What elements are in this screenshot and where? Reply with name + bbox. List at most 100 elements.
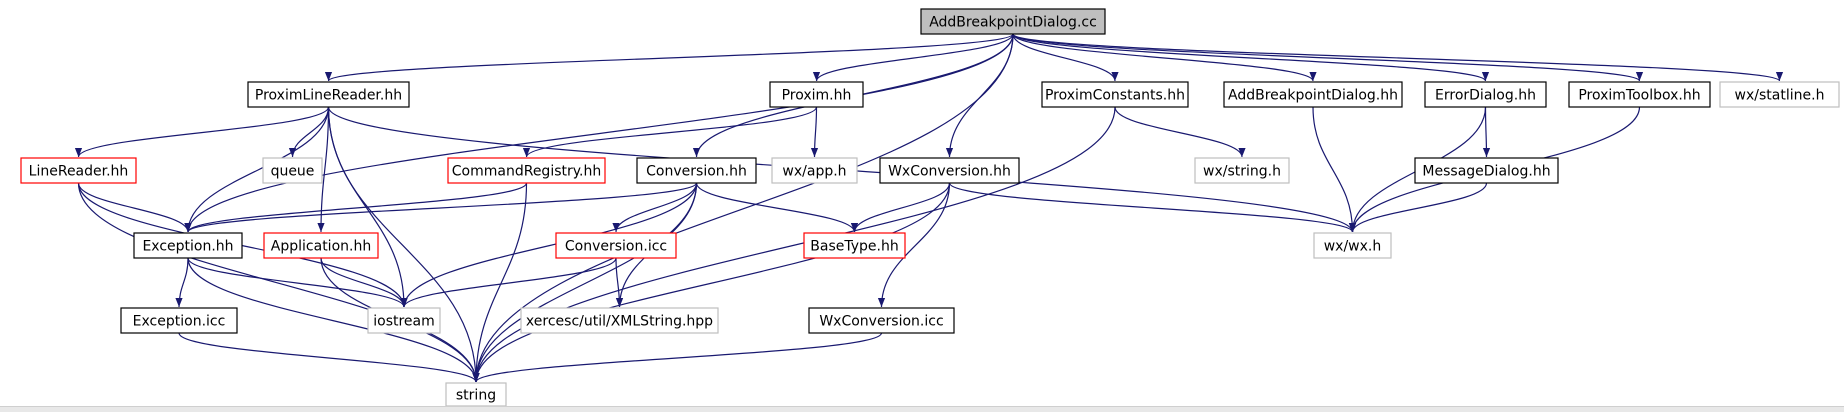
node-proxim-line-reader-hh[interactable]: ProximLineReader.hh [247, 81, 410, 108]
edge-wx-conversion-icc-to-string [472, 332, 883, 383]
node-box [120, 307, 238, 334]
edge-conversion-hh-to-string [472, 182, 698, 383]
edge-proxim-hh-to-command-registry-hh [523, 106, 818, 158]
node-box [133, 232, 243, 259]
node-label: Conversion.hh [646, 164, 747, 180]
node-command-registry-hh[interactable]: CommandRegistry.hh [447, 157, 606, 184]
node-label: CommandRegistry.hh [452, 164, 601, 180]
node-proxim-toolbox-hh[interactable]: ProximToolbox.hh [1568, 81, 1711, 108]
node-label: Conversion.icc [565, 239, 667, 255]
edge-message-dialog-hh-to-wx-wx-h [1348, 182, 1488, 233]
node-message-dialog-hh[interactable]: MessageDialog.hh [1414, 157, 1559, 184]
edge-application-hh-to-iostream [320, 257, 408, 308]
node-conversion-hh[interactable]: Conversion.hh [636, 157, 757, 184]
edge-proxim-line-reader-hh-to-queue [288, 106, 330, 158]
node-box [879, 157, 1020, 184]
node-label: AddBreakpointDialog.cc [929, 15, 1097, 31]
node-exception-icc[interactable]: Exception.icc [120, 307, 238, 334]
node-label: WxConversion.icc [819, 314, 943, 330]
edge-exception-hh-to-string [187, 257, 480, 383]
edge-proxim-hh-to-wx-app-h [810, 106, 819, 158]
edge-add-breakpoint-dialog-cc-to-exception-hh [184, 33, 1014, 233]
node-application-hh[interactable]: Application.hh [263, 232, 379, 259]
node-box [1041, 81, 1189, 108]
edge-proxim-line-reader-hh-to-line-reader-hh [75, 106, 330, 158]
edge-conversion-hh-to-conversion-icc [612, 182, 698, 233]
node-proxim-hh[interactable]: Proxim.hh [769, 81, 864, 108]
node-box [771, 157, 858, 184]
edge-conversion-hh-to-exception-hh [184, 182, 698, 233]
edge-line-reader-hh-to-exception-hh [77, 182, 192, 233]
edge-add-breakpoint-dialog-cc-to-add-breakpoint-dialog-hh [1012, 33, 1317, 82]
edge-proxim-line-reader-hh-to-string [327, 106, 480, 383]
node-label: Exception.icc [133, 314, 226, 330]
node-label: wx/string.h [1203, 164, 1281, 180]
node-box [262, 157, 323, 184]
node-exception-hh[interactable]: Exception.hh [133, 232, 243, 259]
node-label: LineReader.hh [29, 164, 129, 180]
node-wx-conversion-icc[interactable]: WxConversion.icc [808, 307, 955, 334]
edge-add-breakpoint-dialog-cc-to-proxim-toolbox-hh [1012, 33, 1643, 82]
edge-add-breakpoint-dialog-cc-to-proxim-constants-hh [1012, 33, 1119, 82]
node-error-dialog-hh[interactable]: ErrorDialog.hh [1424, 81, 1547, 108]
edge-wx-conversion-hh-to-wx-conversion-icc [877, 182, 951, 308]
node-box [1424, 81, 1547, 108]
node-box [1223, 81, 1403, 108]
node-box [447, 157, 606, 184]
node-label: Proxim.hh [782, 88, 852, 104]
edge-add-breakpoint-dialog-hh-to-wx-wx-h [1312, 106, 1357, 233]
node-box [1568, 81, 1711, 108]
edge-conversion-hh-to-iostream [400, 182, 698, 308]
node-box [555, 232, 677, 259]
node-proxim-constants-hh[interactable]: ProximConstants.hh [1041, 81, 1189, 108]
edge-add-breakpoint-dialog-cc-to-wx-statline-h [1012, 33, 1783, 82]
node-label: iostream [373, 314, 435, 330]
edge-proxim-constants-hh-to-wx-string-h [1114, 106, 1246, 158]
node-base-type-hh[interactable]: BaseType.hh [803, 232, 906, 259]
node-wx-app-h[interactable]: wx/app.h [771, 157, 858, 184]
node-wx-wx-h[interactable]: wx/wx.h [1313, 232, 1392, 259]
node-box [247, 81, 410, 108]
node-label: WxConversion.hh [888, 164, 1011, 180]
node-label: ProximToolbox.hh [1578, 88, 1700, 104]
node-wx-statline-h[interactable]: wx/statline.h [1719, 81, 1840, 108]
node-box [367, 307, 441, 334]
edge-conversion-icc-to-xercesc-xmlstring-hpp [615, 257, 624, 308]
node-box [920, 8, 1106, 35]
node-box [636, 157, 757, 184]
node-xercesc-xmlstring-hpp[interactable]: xercesc/util/XMLString.hpp [520, 307, 719, 334]
node-wx-conversion-hh[interactable]: WxConversion.hh [879, 157, 1020, 184]
node-add-breakpoint-dialog-hh[interactable]: AddBreakpointDialog.hh [1223, 81, 1403, 108]
node-box [769, 81, 864, 108]
node-add-breakpoint-dialog-cc[interactable]: AddBreakpointDialog.cc [920, 8, 1106, 35]
node-box [263, 232, 379, 259]
node-box [1313, 232, 1392, 259]
node-box [1719, 81, 1840, 108]
node-label: Application.hh [271, 239, 371, 255]
node-conversion-icc[interactable]: Conversion.icc [555, 232, 677, 259]
edge-exception-icc-to-string [178, 332, 480, 383]
node-line-reader-hh[interactable]: LineReader.hh [20, 157, 137, 184]
node-queue[interactable]: queue [262, 157, 323, 184]
bottom-divider [0, 406, 1844, 412]
edge-add-breakpoint-dialog-cc-to-error-dialog-hh [1012, 33, 1489, 82]
node-label: queue [271, 164, 315, 180]
node-label: ErrorDialog.hh [1435, 88, 1536, 104]
edge-wx-conversion-hh-to-wx-wx-h [948, 182, 1356, 233]
node-label: xercesc/util/XMLString.hpp [526, 314, 713, 330]
node-iostream[interactable]: iostream [367, 307, 441, 334]
edge-conversion-icc-to-iostream [400, 257, 617, 308]
edge-exception-hh-to-exception-icc [175, 257, 189, 308]
node-box [803, 232, 906, 259]
edge-error-dialog-hh-to-message-dialog-hh [1482, 106, 1491, 158]
edge-proxim-line-reader-hh-to-exception-hh [184, 106, 330, 233]
node-label: ProximLineReader.hh [255, 88, 402, 104]
node-label: MessageDialog.hh [1422, 164, 1550, 180]
node-wx-string-h[interactable]: wx/string.h [1194, 157, 1290, 184]
edge-command-registry-hh-to-string [472, 182, 528, 383]
node-box [808, 307, 955, 334]
node-string[interactable]: string [445, 382, 507, 406]
edge-add-breakpoint-dialog-cc-to-wx-conversion-hh [945, 33, 1014, 158]
node-label: string [456, 388, 496, 404]
